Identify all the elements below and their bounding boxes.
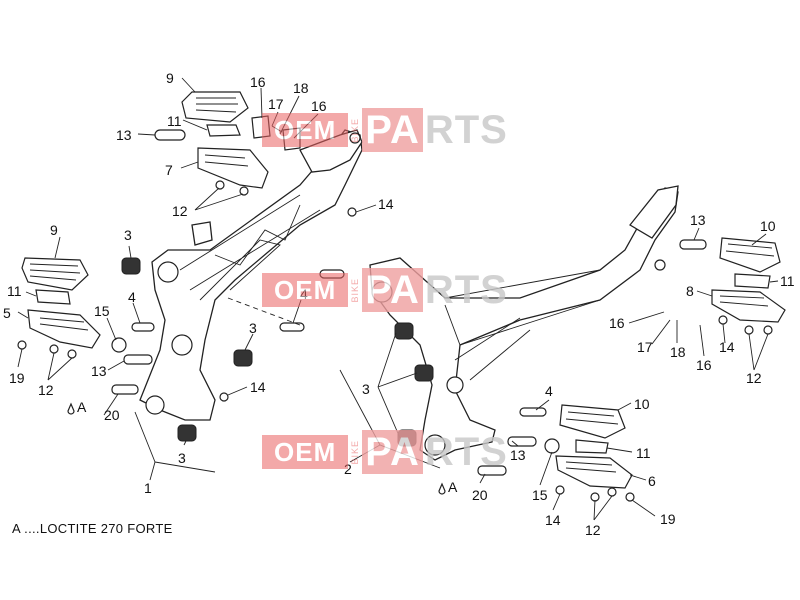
callout-16-right-a: 16 xyxy=(609,315,625,331)
right-frame xyxy=(369,185,679,461)
callout-14-right: 14 xyxy=(719,339,735,355)
callout-16-top-b: 16 xyxy=(311,98,327,114)
watermark-oem: OEM xyxy=(262,273,349,307)
callout-15-lower: 15 xyxy=(532,487,548,503)
footpeg-rubber-9-left xyxy=(21,257,89,291)
callout-18-top: 18 xyxy=(293,80,309,96)
callout-20-left: 20 xyxy=(104,407,120,423)
callout-13-left: 13 xyxy=(91,363,107,379)
callout-19-left: 19 xyxy=(9,370,25,386)
callout-10-lower: 10 xyxy=(634,396,650,412)
footpeg-8-right xyxy=(711,289,786,323)
watermark-rts: RTS xyxy=(424,268,508,312)
bracket-11-lower xyxy=(575,439,609,454)
footpeg-rubber-9-top xyxy=(181,91,249,123)
watermark-rts: RTS xyxy=(424,430,508,474)
callout-11-top: 11 xyxy=(167,113,182,129)
callout-11-left: 11 xyxy=(7,283,22,299)
callout-3-right: 3 xyxy=(362,381,370,397)
callout-3-center: 3 xyxy=(249,320,257,336)
callout-19-lower: 19 xyxy=(660,511,676,527)
callout-numbers: 9 16 18 17 16 13 11 7 12 14 9 3 11 5 4 1… xyxy=(3,70,795,538)
callout-8: 8 xyxy=(686,283,694,299)
loctite-note: A ....LOCTITE 270 FORTE xyxy=(12,521,173,536)
callout-12-left: 12 xyxy=(38,382,54,398)
loctite-marks: A A xyxy=(67,399,458,495)
callout-4-right: 4 xyxy=(545,383,553,399)
watermark-bike: BIKE xyxy=(350,439,361,465)
footpeg-5-left xyxy=(27,309,101,349)
callout-20-lower: 20 xyxy=(472,487,488,503)
callout-2: 2 xyxy=(344,461,352,477)
callout-14-center: 14 xyxy=(250,379,266,395)
callout-14-top: 14 xyxy=(378,196,394,212)
callout-3-bottom-left: 3 xyxy=(178,450,186,466)
callout-11-right: 11 xyxy=(780,273,795,289)
watermark-pa: PA xyxy=(362,430,423,474)
bracket-11-top xyxy=(206,124,241,137)
callout-3-top-left: 3 xyxy=(124,227,132,243)
callout-14-lower: 14 xyxy=(545,512,561,528)
watermark-oem: OEM xyxy=(262,113,349,147)
bracket-11-right xyxy=(734,273,771,289)
callout-6: 6 xyxy=(648,473,656,489)
callout-13-right: 13 xyxy=(690,212,706,228)
loctite-label-right: A xyxy=(448,479,458,495)
callout-12-top: 12 xyxy=(172,203,188,219)
callout-10-right: 10 xyxy=(760,218,776,234)
callout-12-lower: 12 xyxy=(585,522,601,538)
callout-16-right-b: 16 xyxy=(696,357,712,373)
loctite-label-left: A xyxy=(77,399,87,415)
callout-5: 5 xyxy=(3,305,11,321)
callout-9-top: 9 xyxy=(166,70,174,86)
pin-13-top xyxy=(154,129,186,141)
bracket-11-left xyxy=(35,289,71,305)
callout-12-right: 12 xyxy=(746,370,762,386)
callout-16-top-a: 16 xyxy=(250,74,266,90)
callout-1: 1 xyxy=(144,480,152,496)
callout-17-top: 17 xyxy=(268,96,284,112)
watermark-bike: BIKE xyxy=(350,277,361,303)
watermark-pa: PA xyxy=(362,268,423,312)
footpeg-6-lower xyxy=(555,455,633,489)
callout-13-top: 13 xyxy=(116,127,132,143)
watermark-pa: PA xyxy=(362,108,423,152)
callout-18-right: 18 xyxy=(670,344,686,360)
callout-11-lower: 11 xyxy=(636,445,651,461)
callout-7: 7 xyxy=(165,162,173,178)
callout-9-left: 9 xyxy=(50,222,58,238)
callout-15-left: 15 xyxy=(94,303,110,319)
footpeg-rubber-10-right xyxy=(719,237,781,273)
callout-13-lower: 13 xyxy=(510,447,526,463)
watermark-oem: OEM xyxy=(262,435,349,469)
watermark-bike: BIKE xyxy=(350,117,361,143)
left-frame xyxy=(139,129,363,421)
callout-4-left: 4 xyxy=(128,289,136,305)
watermark-rts: RTS xyxy=(424,108,508,152)
callout-17-right: 17 xyxy=(637,339,653,355)
footpeg-7-top xyxy=(197,147,269,189)
footpeg-rubber-10-lower xyxy=(559,404,626,439)
